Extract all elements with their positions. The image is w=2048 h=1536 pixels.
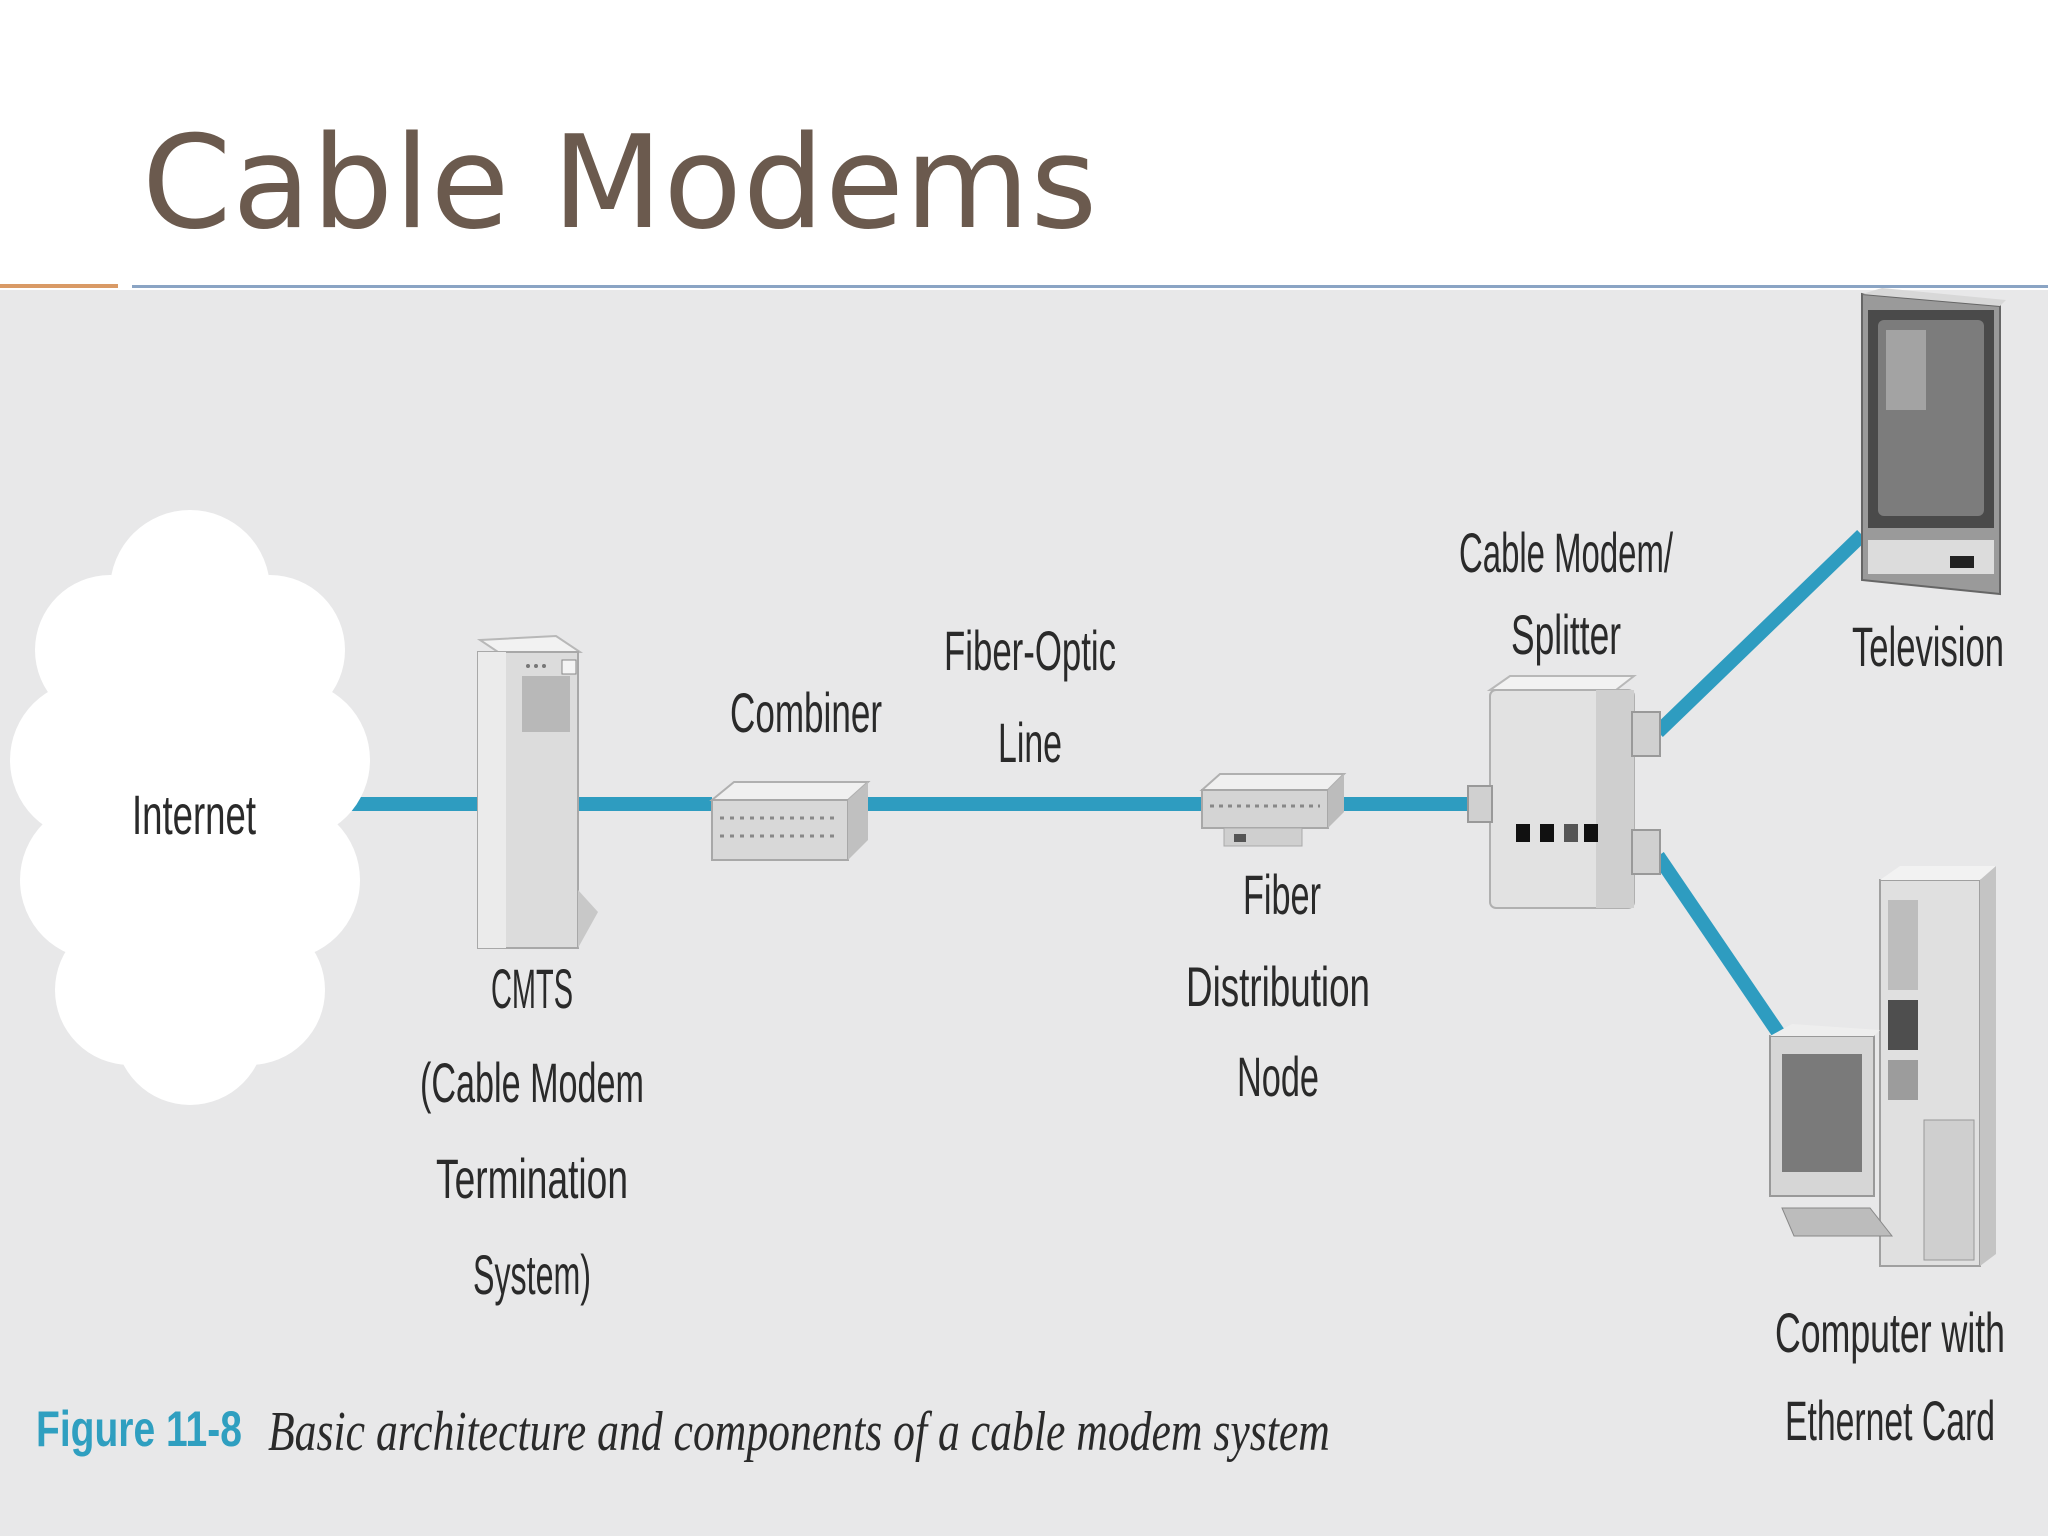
slide-title: Cable Modems [142, 109, 1099, 258]
label-fiber-optic-line2: Line [998, 711, 1062, 774]
label-cable-modem-splitter: Cable Modem/ [1459, 521, 1673, 584]
label-television: Television [1852, 615, 2004, 678]
label-fiber-distribution-node3: Node [1237, 1045, 1319, 1108]
label-fiber-distribution-node: Fiber [1243, 863, 1321, 926]
internet-cloud-icon [10, 510, 370, 1105]
label-cmts-line3: Termination [436, 1147, 628, 1210]
label-combiner: Combiner [730, 681, 882, 744]
label-internet: Internet [132, 783, 256, 846]
label-cable-modem-splitter2: Splitter [1511, 603, 1621, 666]
figure-number: Figure 11-8 [36, 1401, 242, 1457]
computer-icon [1769, 866, 1996, 1267]
cable-lines [338, 529, 1867, 1054]
label-fiber-distribution-node2: Distribution [1186, 955, 1370, 1018]
label-cmts-line2: (Cable Modem [420, 1051, 644, 1114]
label-cmts-line4: System) [473, 1243, 591, 1306]
label-computer: Computer with [1775, 1301, 2005, 1364]
figure-caption: Basic architecture and components of a c… [268, 1401, 1330, 1463]
television-icon [1861, 288, 2006, 596]
title-accent-rule [0, 284, 118, 288]
cable-modem-tv [1653, 529, 1867, 738]
label-computer2: Ethernet Card [1785, 1389, 1995, 1452]
title-divider-rule [132, 285, 2048, 288]
cmts-server-icon [476, 634, 598, 949]
cable-modem-pc [1652, 852, 1796, 1054]
label-cmts: CMTS [491, 957, 573, 1020]
label-fiber-optic-line: Fiber-Optic [944, 619, 1116, 682]
fiber-distribution-node-icon [1199, 773, 1347, 847]
diagram-labels: Internet CMTS (Cable Modem Termination S… [132, 521, 2005, 1452]
combiner-icon [709, 781, 871, 861]
cable-modem-splitter-icon [1467, 675, 1661, 909]
